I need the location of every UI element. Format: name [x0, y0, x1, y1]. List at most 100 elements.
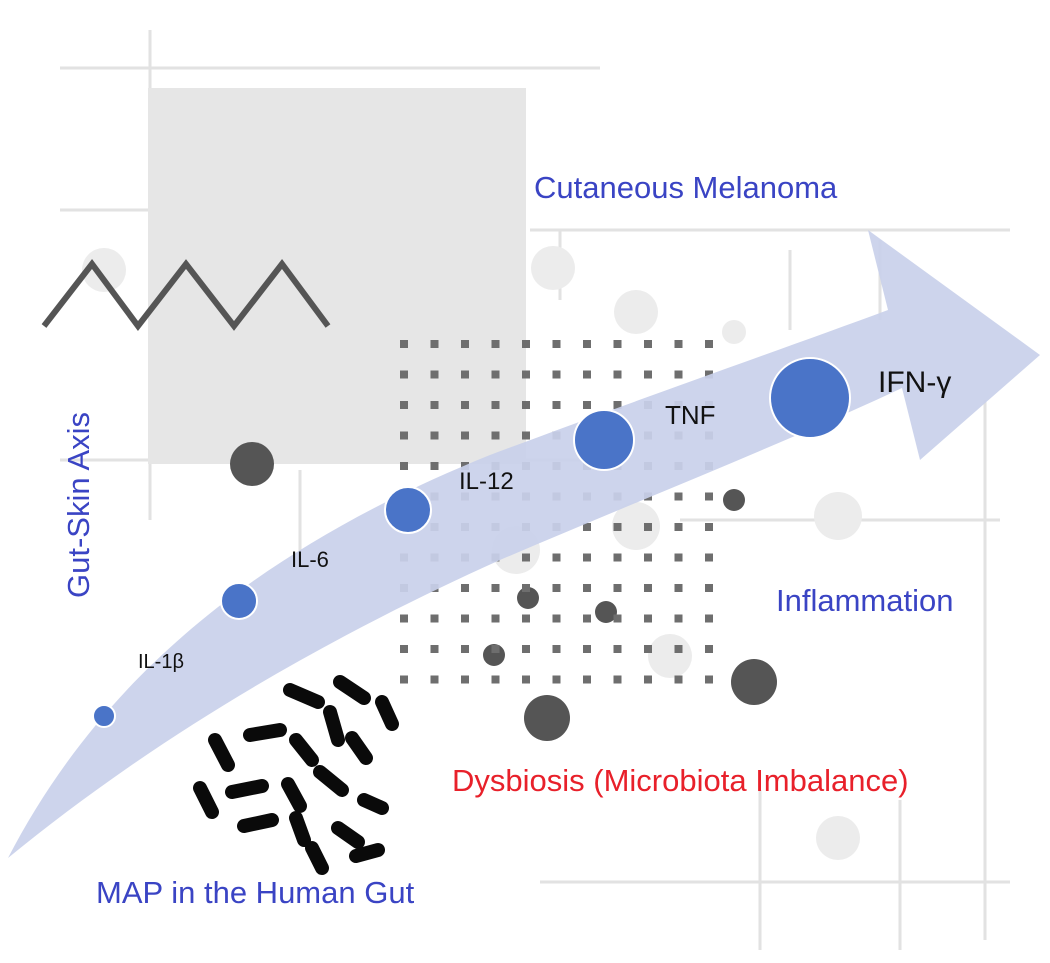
- cytokine-label-il1b: IL-1β: [138, 651, 184, 673]
- grid-dot: [644, 675, 652, 684]
- grid-dot: [552, 401, 561, 409]
- map-human-gut-label: MAP in the Human Gut: [96, 875, 415, 910]
- grid-dot: [705, 340, 713, 348]
- bacterium-rod: [281, 777, 307, 813]
- grid-dot: [400, 370, 408, 379]
- grid-dot: [491, 584, 500, 592]
- bacterium-rod: [289, 811, 311, 847]
- bacterium-rod: [349, 843, 385, 863]
- bacterium-rod: [375, 695, 399, 731]
- bacterium-rod: [305, 841, 329, 875]
- cytokine-dot-il6: [220, 582, 258, 620]
- grid-dot: [400, 462, 408, 470]
- grid-dot: [705, 675, 713, 684]
- grid-dot: [613, 401, 622, 409]
- grid-dot: [583, 675, 591, 684]
- grid-dot: [430, 614, 439, 623]
- grid-dot: [552, 645, 561, 653]
- grid-dot: [674, 645, 683, 653]
- grid-dot: [705, 553, 713, 562]
- grid-dot: [522, 401, 530, 409]
- bacterium-rod: [243, 723, 287, 742]
- grid-dot: [522, 431, 530, 440]
- grid-dot: [644, 523, 652, 531]
- bacterium-rod: [345, 731, 373, 765]
- grid-dot: [552, 584, 561, 592]
- grid-dot: [430, 431, 439, 440]
- grid-dot: [400, 431, 408, 440]
- grid-dot: [583, 614, 591, 623]
- grid-dot: [400, 340, 408, 348]
- grid-dot: [613, 675, 622, 684]
- bacterium-rod: [225, 779, 269, 799]
- grid-dot: [705, 492, 713, 501]
- grid-dot: [583, 584, 591, 592]
- grid-dot: [644, 553, 652, 562]
- grid-dot: [522, 370, 530, 379]
- bacterium-rod: [323, 705, 345, 747]
- grid-dot: [430, 401, 439, 409]
- grid-dot: [644, 614, 652, 623]
- grid-dot: [674, 584, 683, 592]
- grid-dot: [491, 645, 500, 653]
- grid-dot: [674, 614, 683, 623]
- grid-dot: [674, 553, 683, 562]
- grid-dot: [461, 584, 469, 592]
- grid-dot: [705, 523, 713, 531]
- grid-dot: [552, 370, 561, 379]
- grid-dot: [583, 340, 591, 348]
- grid-dot: [552, 340, 561, 348]
- grid-dot: [491, 614, 500, 623]
- cytokine-label-il6: IL-6: [291, 547, 329, 572]
- grid-dot: [522, 584, 530, 592]
- grid-dot: [461, 340, 469, 348]
- grid-dot: [461, 401, 469, 409]
- grid-dot: [644, 645, 652, 653]
- grid-dot: [430, 645, 439, 653]
- grid-dot: [705, 614, 713, 623]
- grid-dot: [400, 675, 408, 684]
- grid-dot: [613, 614, 622, 623]
- cytokine-label-il12: IL-12: [459, 468, 514, 495]
- cutaneous-melanoma-label: Cutaneous Melanoma: [534, 170, 838, 205]
- grid-dot: [674, 340, 683, 348]
- grid-dot: [430, 340, 439, 348]
- grid-dot: [522, 553, 530, 562]
- grid-dot: [461, 370, 469, 379]
- grid-dot: [613, 553, 622, 562]
- grid-dot: [491, 431, 500, 440]
- bacterium-rod: [331, 821, 365, 849]
- bacteria-cluster-icon: [193, 675, 399, 875]
- grid-dot: [705, 370, 713, 379]
- grid-dot: [613, 523, 622, 531]
- cytokine-dot-il1b: [92, 704, 116, 728]
- grid-dot: [491, 370, 500, 379]
- grid-dot: [491, 675, 500, 684]
- grid-dot: [430, 370, 439, 379]
- grid-dot: [674, 492, 683, 501]
- grid-dot: [583, 370, 591, 379]
- cytokine-dot-tnf: [573, 409, 635, 471]
- grid-dot: [552, 675, 561, 684]
- grid-dot: [491, 340, 500, 348]
- grid-dot: [522, 675, 530, 684]
- grid-dot: [461, 645, 469, 653]
- grid-dot: [583, 523, 591, 531]
- grid-dot: [613, 340, 622, 348]
- cytokine-dot-ifng: [769, 357, 851, 439]
- grid-dot: [644, 340, 652, 348]
- grid-dot: [400, 401, 408, 409]
- grid-dot: [613, 584, 622, 592]
- grid-dot: [430, 675, 439, 684]
- bacterium-rod: [357, 793, 389, 815]
- grid-dot: [522, 614, 530, 623]
- grid-dot: [613, 645, 622, 653]
- bacterium-rod: [283, 683, 325, 709]
- grid-dot: [674, 523, 683, 531]
- dysbiosis-label: Dysbiosis (Microbiota Imbalance): [452, 763, 909, 798]
- grid-dot: [400, 614, 408, 623]
- zigzag-line-icon: [41, 259, 331, 331]
- inflammation-label: Inflammation: [776, 583, 954, 618]
- gut-skin-axis-label: Gut-Skin Axis: [61, 411, 96, 598]
